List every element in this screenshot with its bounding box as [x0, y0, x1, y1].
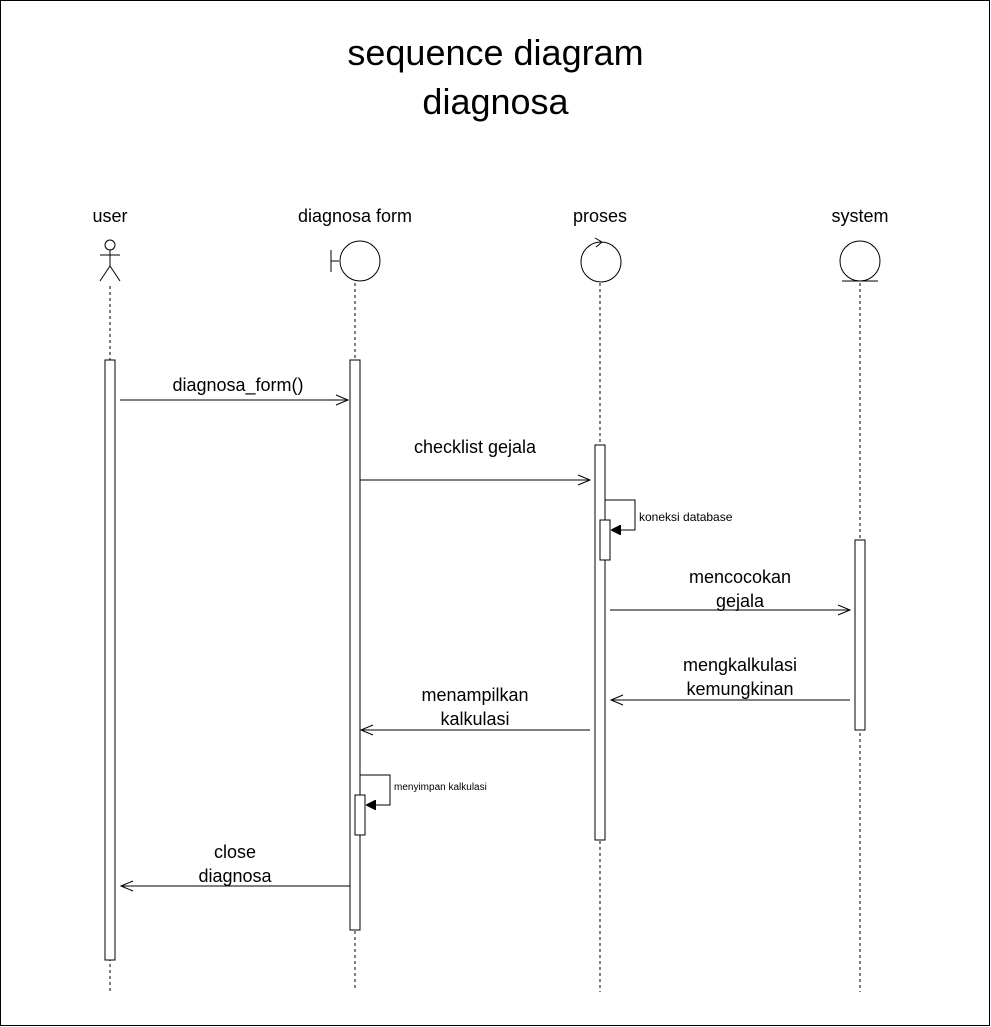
- participant-label-form: diagnosa form: [297, 206, 413, 226]
- boundary-icon: [330, 240, 381, 282]
- diagram-title-line2: diagnosa: [422, 81, 569, 122]
- message-label-close-diagnosa: close diagnosa: [198, 842, 272, 886]
- actor-icon: [99, 239, 121, 282]
- message-label-mencocokan-gejala: mencocokan gejala: [688, 567, 792, 611]
- activation-proses-nested: [599, 519, 611, 561]
- activation-proses: [594, 444, 606, 841]
- message-label-diagnosa-form: diagnosa_form(): [172, 375, 304, 395]
- entity-icon: [839, 240, 881, 282]
- participant-label-system: system: [831, 206, 889, 226]
- message-label-mengkalkulasi-kemungkinan: mengkalkulasi kemungkinan: [682, 655, 798, 699]
- message-label-menampilkan-kalkulasi: menampilkan kalkulasi: [421, 685, 529, 729]
- message-label-menyimpan-kalkulasi: menyimpan kalkulasi: [394, 782, 487, 793]
- message-label-checklist-gejala: checklist gejala: [413, 437, 537, 457]
- message-arrow-menyimpan-kalkulasi: [360, 774, 391, 805]
- activation-system: [854, 539, 866, 731]
- message-label-koneksi-database: koneksi database: [639, 510, 733, 524]
- activation-user: [104, 359, 116, 961]
- participant-label-user: user: [92, 206, 128, 226]
- diagram-title-line1: sequence diagram: [347, 32, 644, 73]
- message-arrow-koneksi-database: [605, 499, 636, 530]
- activation-form-nested: [354, 794, 366, 836]
- participant-label-proses: proses: [572, 206, 628, 226]
- activation-form: [349, 359, 361, 931]
- control-icon: [580, 237, 622, 283]
